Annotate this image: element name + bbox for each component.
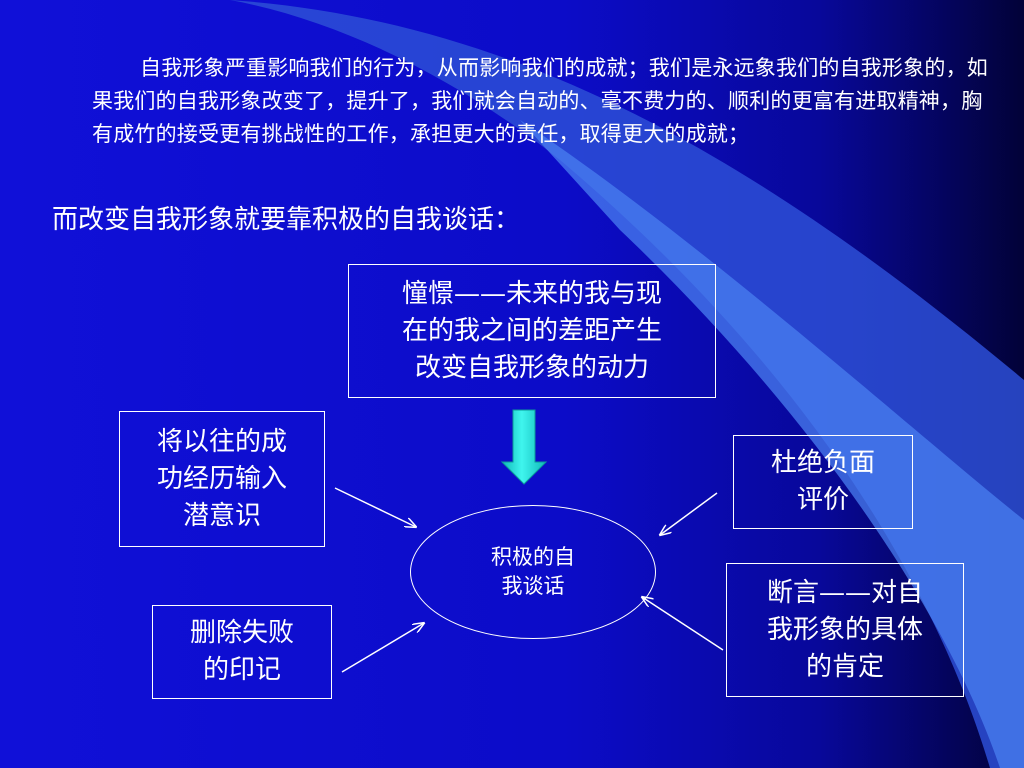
swoosh-highlight xyxy=(520,120,1024,768)
box-vision-line1: 憧憬——未来的我与现 xyxy=(401,278,662,309)
box-no-negative: 杜绝负面 评价 xyxy=(733,435,913,529)
box-vision-line3: 改变自我形象的动力 xyxy=(414,352,649,383)
box-past-success: 将以往的成 功经历输入 潜意识 xyxy=(119,411,325,547)
box-delete-failure-line1: 删除失败 xyxy=(189,618,294,648)
box-past-success-line1: 将以往的成 xyxy=(156,426,287,457)
box-no-negative-line1: 杜绝负面 xyxy=(770,448,875,478)
box-affirmation-line1: 断言——对自 xyxy=(766,577,923,608)
box-vision: 憧憬——未来的我与现 在的我之间的差距产生 改变自我形象的动力 xyxy=(348,264,716,398)
box-affirmation: 断言——对自 我形象的具体 的肯定 xyxy=(726,563,964,697)
center-line1: 积极的自 xyxy=(491,545,575,569)
center-line2: 我谈话 xyxy=(501,574,565,598)
center-ellipse: 积极的自 我谈话 xyxy=(410,505,656,639)
box-delete-failure: 删除失败 的印记 xyxy=(152,605,332,699)
box-affirmation-line2: 我形象的具体 xyxy=(766,614,923,645)
box-vision-line2: 在的我之间的差距产生 xyxy=(401,315,662,346)
box-delete-failure-line2: 的印记 xyxy=(202,655,281,685)
intro-paragraph: 自我形象严重影响我们的行为，从而影响我们的成就；我们是永远象我们的自我形象的，如… xyxy=(92,56,988,146)
box-affirmation-line3: 的肯定 xyxy=(805,651,884,682)
swoosh-band xyxy=(230,0,1024,768)
box-no-negative-line2: 评价 xyxy=(796,485,849,515)
box-past-success-line2: 功经历输入 xyxy=(156,463,287,494)
lead-statement: 而改变自我形象就要靠积极的自我谈话： xyxy=(52,205,521,235)
box-past-success-line3: 潜意识 xyxy=(182,500,261,531)
